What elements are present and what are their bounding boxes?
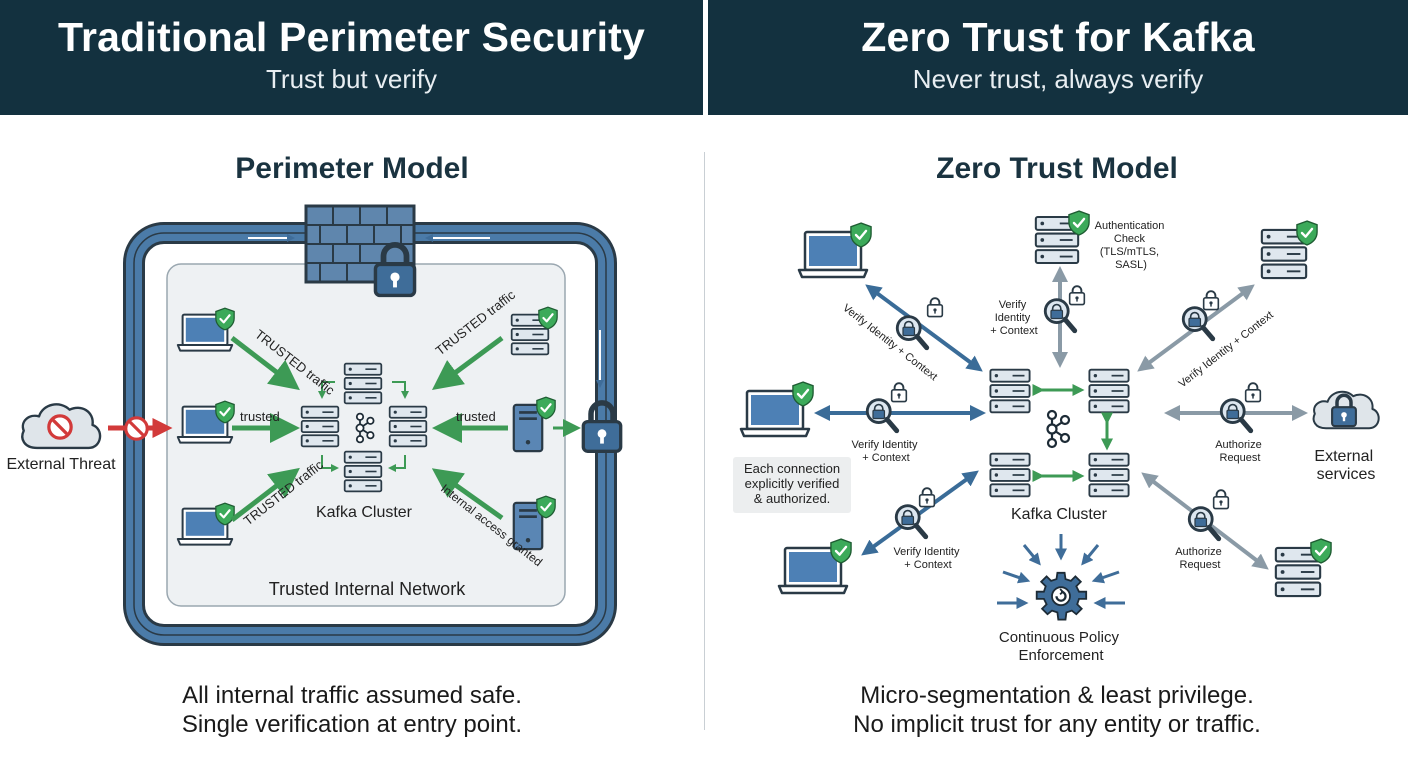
kafka-cluster-right [989,368,1130,498]
padlock-icon [1202,290,1220,311]
auth-check-label: Authentication Check (TLS/mTLS, SASL) [1095,220,1168,271]
padlock-icon [1212,489,1230,510]
server-icon [300,405,340,448]
authorize-right-label: Authorize Request [1215,439,1265,464]
server-icon [388,405,428,448]
left-header-subtitle: Trust but verify [266,64,437,94]
right-caption: Micro-segmentation & least privilege. No… [763,681,1351,739]
trusted-internal-network-label: Trusted Internal Network [269,579,466,599]
gear-icon [1035,571,1088,621]
policy-enforcement-label: Continuous Policy Enforcement [999,629,1123,664]
perimeter-model-title: Perimeter Model [235,152,469,185]
server-icon [343,362,383,405]
left-header: Traditional Perimeter Security Trust but… [0,0,703,115]
kafka-cluster-left [300,362,428,493]
external-threat [21,403,173,450]
shield-check-icon [536,396,556,420]
right-caption-line-1: Micro-segmentation & least privilege. [860,682,1254,709]
policy-enforcement [997,534,1125,621]
left-header-title: Traditional Perimeter Security [57,14,646,60]
shield-check-icon [538,306,558,330]
kafka-icon [1046,409,1071,449]
external-threat-label: External Threat [6,456,116,473]
perimeter-flow-arrows [248,234,604,388]
no-entry-icon [47,414,73,440]
shield-check-icon [215,400,235,424]
right-caption-line-2: No implicit trust for any entity or traf… [853,711,1261,738]
padlock-icon [890,382,908,403]
right-header-title: Zero Trust for Kafka [861,14,1255,60]
blocked-icon [124,416,149,441]
padlock-icon [1068,285,1086,306]
authorize-lower-right-label: Authorize Request [1175,546,1225,571]
kafka-cluster-label-right: Kafka Cluster [1011,506,1108,523]
connection-note: Each connection explicitly verified & au… [733,457,851,513]
magnifier-icon [1189,508,1218,539]
padlock-icon [926,297,944,318]
left-caption-line-1: All internal traffic assumed safe. [182,682,522,709]
right-header-subtitle: Never trust, always verify [912,64,1204,94]
left-caption: All internal traffic assumed safe. Singl… [60,681,644,739]
padlock-icon [918,487,936,508]
verify-left-label: Verify Identity + Context [851,439,920,464]
shield-check-icon [215,502,235,526]
zero-trust-model-title: Zero Trust Model [936,152,1178,185]
shield-check-icon [536,495,556,519]
panel-divider [704,152,705,730]
kafka-cluster-label-left: Kafka Cluster [316,504,413,521]
note-line-2: explicitly verified [744,476,840,491]
server-icon [1088,452,1130,498]
verify-top-label: Verify Identity + Context [990,299,1037,337]
shield-check-icon [1068,210,1090,236]
external-services-label: External services [1314,448,1377,483]
shield-check-icon [215,307,235,331]
right-header: Zero Trust for Kafka Never trust, always… [708,0,1408,115]
server-icon [1088,368,1130,414]
trusted-label-1: trusted [240,409,280,424]
server-icon [989,368,1031,414]
server-icon [989,452,1031,498]
trusted-label-2: trusted [456,409,496,424]
note-line-1: Each connection [743,461,841,476]
verify-lower-left-label: Verify Identity + Context [893,546,962,571]
server-icon [343,450,383,493]
magnifier-icon [867,400,896,431]
note-line-3: & authorized. [753,491,831,506]
magnifier-icon [1221,400,1250,431]
left-caption-line-2: Single verification at entry point. [181,711,523,738]
trusted-arrows [230,335,581,522]
padlock-icon [1244,382,1262,403]
